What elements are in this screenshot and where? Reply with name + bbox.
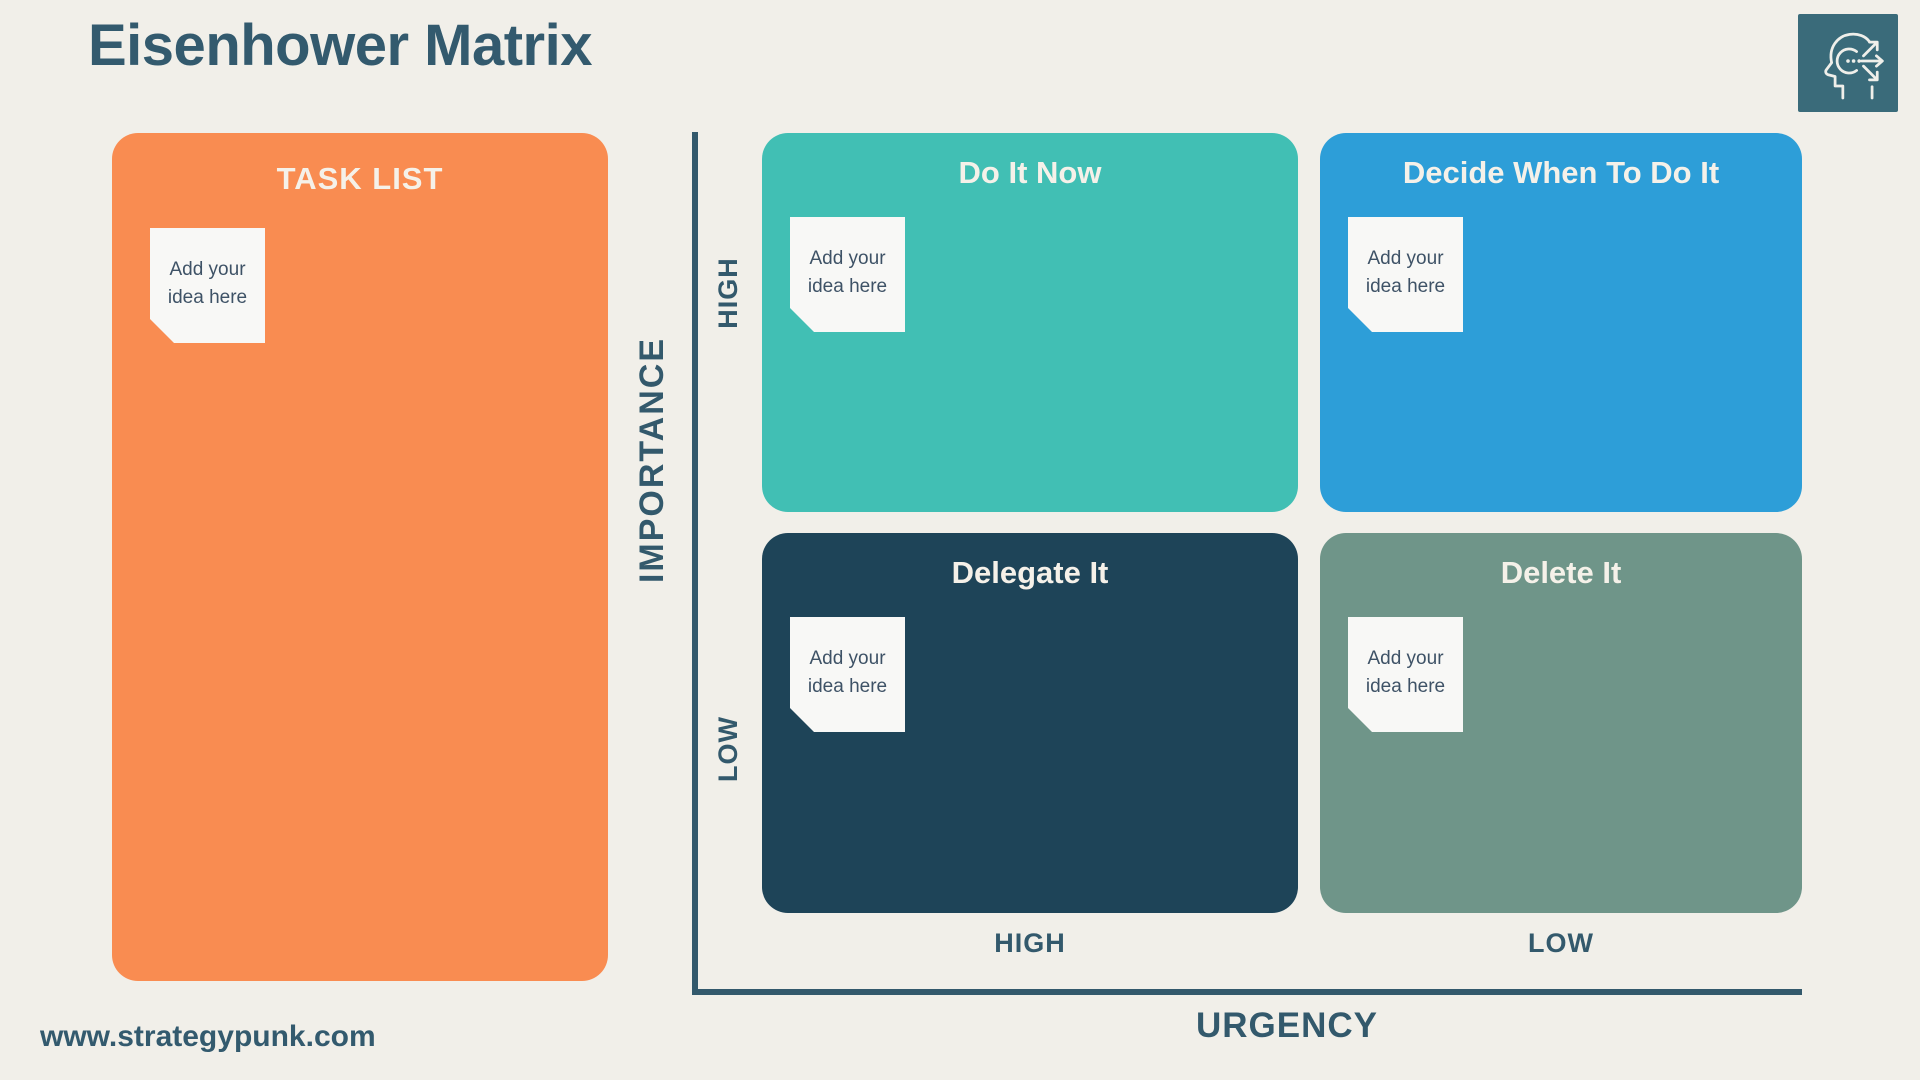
quadrant-delegate-sticky-note[interactable]: Add your idea here (790, 617, 905, 732)
quadrant-decide-when-to-do-it: Decide When To Do It Add your idea here (1320, 133, 1802, 512)
importance-axis-line (692, 132, 698, 994)
quadrant-do-it-now-title: Do It Now (958, 155, 1102, 190)
quadrant-delete-title: Delete It (1500, 555, 1622, 590)
quadrant-delete-sticky-note[interactable]: Add your idea here (1348, 617, 1463, 732)
quadrant-delegate-title: Delegate It (951, 555, 1109, 590)
quadrant-delete-it: Delete It Add your idea here (1320, 533, 1802, 913)
quadrant-do-it-now: Do It Now Add your idea here (762, 133, 1298, 512)
importance-low-tick: LOW (713, 716, 743, 782)
urgency-axis-label: URGENCY (1195, 1006, 1379, 1045)
quadrant-decide-sticky-note[interactable]: Add your idea here (1348, 217, 1463, 332)
urgency-high-tick: HIGH (994, 928, 1066, 958)
website-url: www.strategypunk.com (40, 1020, 376, 1053)
quadrant-decide-title: Decide When To Do It (1402, 155, 1720, 190)
task-list-sticky-note[interactable]: Add your idea here (150, 228, 265, 343)
task-list-title: TASK LIST (276, 161, 444, 196)
page-title: Eisenhower Matrix (88, 13, 592, 78)
task-list-panel: TASK LIST Add your idea here (112, 133, 608, 981)
importance-axis-label: IMPORTANCE (633, 336, 671, 584)
urgency-axis-line (692, 989, 1802, 995)
brand-logo (1798, 14, 1898, 112)
quadrant-do-it-now-sticky-note[interactable]: Add your idea here (790, 217, 905, 332)
importance-high-tick: HIGH (713, 257, 743, 329)
quadrant-delegate-it: Delegate It Add your idea here (762, 533, 1298, 913)
urgency-low-tick: LOW (1528, 928, 1594, 958)
head-with-arrows-icon (1805, 18, 1891, 109)
